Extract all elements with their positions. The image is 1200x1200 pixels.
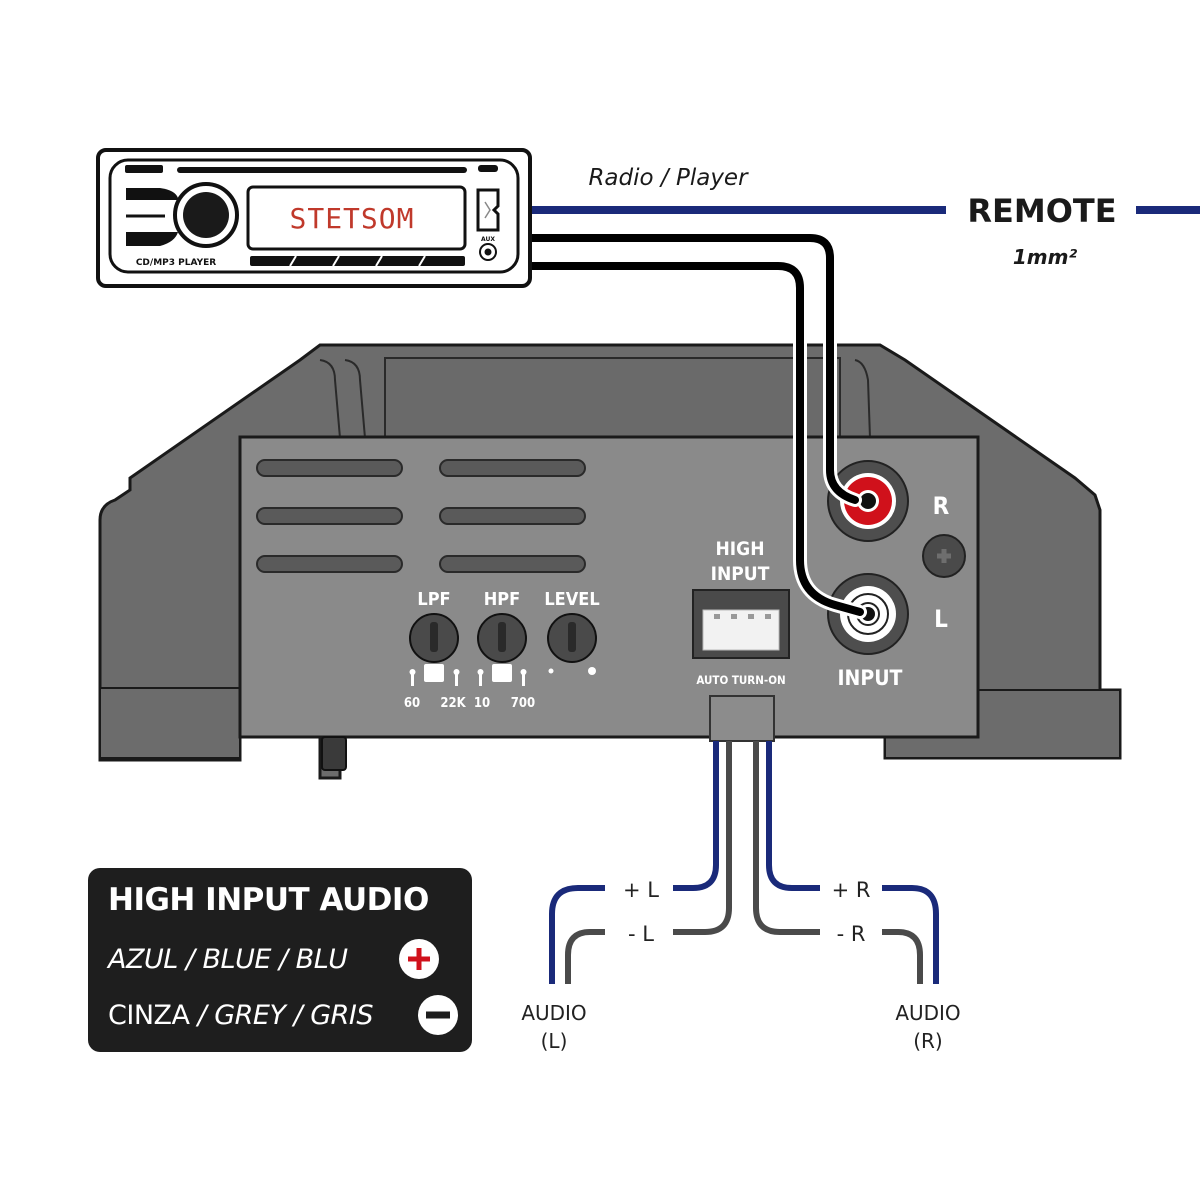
- audio-left-channel: (L): [541, 1029, 568, 1053]
- remote-gauge-label: 1mm²: [1013, 245, 1078, 269]
- level-max-dot-icon: [588, 667, 596, 675]
- rca-cables: [521, 231, 867, 619]
- remote-label: REMOTE: [967, 192, 1116, 230]
- high-input-wires: [549, 741, 939, 984]
- hpf-max-label: 700: [511, 696, 535, 711]
- hpf-label: HPF: [484, 589, 520, 610]
- rca-cable-left: [524, 262, 864, 616]
- amplifier: LPF 60 22K HPF 10 700 LEVEL: [98, 343, 1122, 780]
- level-control[interactable]: LEVEL: [544, 589, 600, 675]
- aux-jack-icon[interactable]: [479, 243, 497, 261]
- mode-button[interactable]: [126, 188, 178, 200]
- radio-caption: Radio / Player: [588, 165, 749, 191]
- radio-display: [246, 185, 467, 251]
- level-label: LEVEL: [544, 589, 599, 610]
- auto-turn-on-label: AUTO TURN-ON: [696, 673, 785, 687]
- hz-badge-icon: [492, 664, 512, 682]
- power-button[interactable]: [125, 165, 163, 173]
- hpf-min-label: 10: [474, 696, 490, 711]
- preset-buttons[interactable]: [250, 255, 465, 267]
- minus-right-label: - R: [837, 922, 866, 946]
- radio-head-unit[interactable]: CD/MP3 PLAYER STETSOM AUX: [96, 148, 532, 288]
- plus-left-label: + L: [623, 878, 659, 902]
- high-input-plug[interactable]: [709, 695, 775, 742]
- ground-screw-icon: [922, 534, 966, 578]
- radio-model-label: CD/MP3 PLAYER: [136, 258, 216, 268]
- rca-left-jack[interactable]: [827, 573, 909, 655]
- wire-plus-right: [766, 741, 820, 891]
- rca-cable-right: [524, 234, 859, 504]
- wire-minus-left: [673, 741, 732, 935]
- rca-right-jack[interactable]: [827, 460, 909, 542]
- rca-input-label: INPUT: [838, 666, 903, 690]
- legend-negative-text: CINZA / GREY / GRIS: [108, 1000, 374, 1031]
- high-input-label-1: HIGH: [716, 538, 765, 560]
- high-input-audio-legend: HIGH INPUT AUDIO AZUL / BLUE / BLU CINZA…: [88, 868, 472, 1052]
- level-min-dot-icon: [548, 668, 554, 674]
- lpf-min-label: 60: [404, 696, 420, 711]
- high-input-label-2: INPUT: [711, 563, 770, 585]
- lpf-max-label: 22K: [440, 696, 466, 711]
- minus-left-label: - L: [628, 922, 654, 946]
- rca-right-label: R: [933, 492, 950, 520]
- plus-right-label: + R: [832, 878, 871, 902]
- legend-positive-text: AZUL / BLUE / BLU: [108, 944, 348, 975]
- lpf-label: LPF: [417, 589, 450, 610]
- eq-button[interactable]: [126, 232, 178, 246]
- audio-right-label: AUDIO: [895, 1001, 960, 1025]
- vent-slots: [256, 459, 586, 573]
- audio-left-label: AUDIO: [521, 1001, 586, 1025]
- hpf-control[interactable]: HPF 10 700: [474, 589, 535, 711]
- usb-port-icon[interactable]: [476, 188, 500, 232]
- cd-slot: [177, 167, 467, 173]
- eject-button[interactable]: [478, 165, 498, 172]
- legend-negative-text-first: CINZA: [108, 1000, 190, 1031]
- legend-title: HIGH INPUT AUDIO: [108, 882, 429, 918]
- lpf-control[interactable]: LPF 60 22K: [404, 589, 467, 711]
- rca-left-label: L: [934, 605, 948, 633]
- minus-icon: [418, 995, 458, 1035]
- radio-display-text: STETSOM: [289, 202, 414, 235]
- wire-plus-left: [673, 741, 719, 891]
- legend-negative-text-rest: / GREY / GRIS: [189, 1000, 374, 1031]
- plus-icon: [399, 939, 439, 979]
- high-input-connector[interactable]: HIGH INPUT AUTO TURN-ON: [692, 538, 790, 742]
- aux-label: AUX: [481, 236, 495, 243]
- audio-right-channel: (R): [913, 1029, 943, 1053]
- wire-minus-right: [753, 741, 820, 935]
- hz-badge-icon: [424, 664, 444, 682]
